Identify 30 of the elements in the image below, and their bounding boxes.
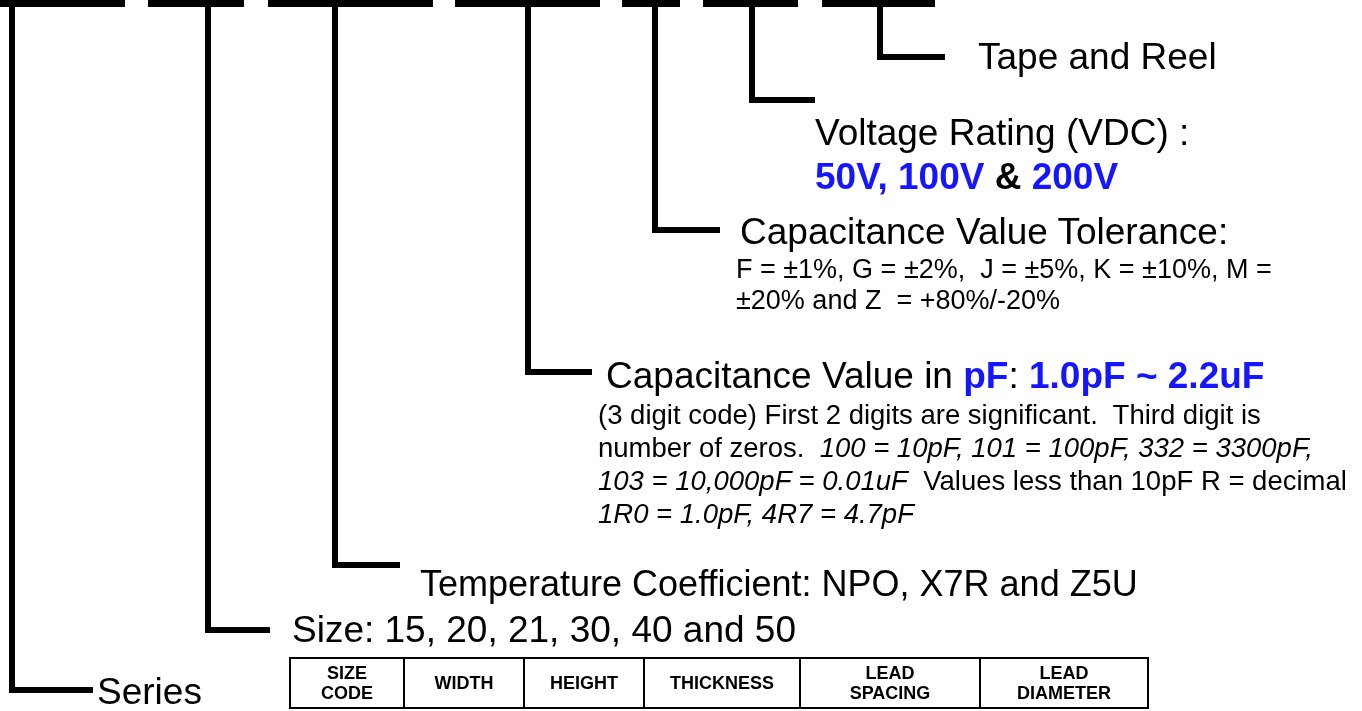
leader-line bbox=[205, 7, 270, 633]
field-label: Tape and Reel bbox=[978, 35, 1218, 79]
part-number-blank bbox=[622, 0, 680, 7]
table-header-cell: LEAD DIAMETER bbox=[979, 659, 1147, 707]
field-label: Voltage Rating (VDC) : bbox=[815, 111, 1191, 155]
part-number-blank bbox=[0, 0, 125, 7]
leader-line bbox=[749, 7, 815, 103]
table-header-cell: THICKNESS bbox=[643, 659, 799, 707]
part-number-blank bbox=[148, 0, 244, 7]
part-number-blank bbox=[455, 0, 600, 7]
field-label: Temperature Coefficient: NPO, X7R and Z5U bbox=[420, 562, 1139, 606]
table-header-cell: LEAD SPACING bbox=[799, 659, 979, 707]
field-label: 50V, 100V & 200V bbox=[815, 155, 1120, 199]
table-header-cell-text: SIZE CODE bbox=[320, 662, 374, 705]
part-number-blank bbox=[703, 0, 798, 7]
field-label: Capacitance Value in pF: 1.0pF ~ 2.2uF bbox=[606, 354, 1266, 398]
leader-line bbox=[525, 7, 592, 375]
leader-line bbox=[877, 7, 945, 60]
table-header-cell: WIDTH bbox=[403, 659, 523, 707]
field-label: Size: 15, 20, 21, 30, 40 and 50 bbox=[292, 608, 797, 652]
field-label: Series bbox=[97, 670, 203, 711]
field-label: Capacitance Value Tolerance: bbox=[740, 210, 1230, 254]
part-number-blank bbox=[822, 0, 935, 7]
table-header-cell: HEIGHT bbox=[523, 659, 643, 707]
leader-line bbox=[652, 7, 720, 233]
part-number-blank bbox=[268, 0, 433, 7]
field-description: (3 digit code) First 2 digits are significant. Third digit is number of zeros. 100 = 10pF, 101 = 100pF, 332 = 3300pF, 103 = 10,000pF = 0.01uF Values less than 10pF R = decimal 1R0 = 1.0pF, 4R7 = 4.7pF bbox=[598, 398, 1348, 530]
leader-line bbox=[9, 7, 93, 693]
leader-line bbox=[332, 7, 400, 568]
field-description: F = ±1%, G = ±2%, J = ±5%, K = ±10%, M = ±20% and Z = +80%/-20% bbox=[736, 254, 1273, 316]
